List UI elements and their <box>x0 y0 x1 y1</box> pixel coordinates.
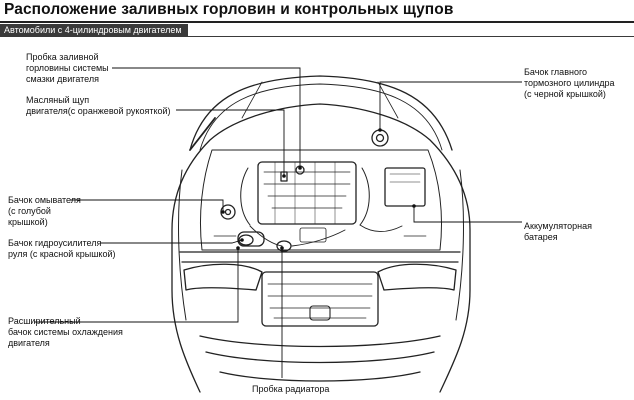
engine-compartment <box>199 149 442 251</box>
power-steering-cap <box>238 234 254 246</box>
radiator-cap <box>276 240 292 252</box>
page-title: Расположение заливных горловин и контрол… <box>4 1 454 18</box>
front-grille <box>261 271 379 327</box>
headlight-right <box>377 263 457 291</box>
headlight-left <box>183 263 263 291</box>
section-subtitle: Автомобили с 4-цилиндровым двигателем <box>0 24 188 37</box>
washer-reservoir-cap <box>220 204 236 220</box>
engine-block <box>257 161 357 225</box>
front-bumper <box>199 335 441 382</box>
battery-block <box>384 167 426 207</box>
hood-strut <box>189 117 216 151</box>
coolant-reservoir <box>237 231 265 247</box>
label-coolant-reservoir: Расширительный бачок системы охлаждения … <box>8 316 123 348</box>
label-radiator-cap: Пробка радиатора <box>252 384 330 394</box>
car-body-outline <box>171 103 471 393</box>
emblem-icon <box>309 305 331 321</box>
label-battery: Аккумуляторная батарея <box>524 221 592 242</box>
label-oil-filler-cap: Пробка заливной горловины системы смазки… <box>26 52 109 84</box>
label-brake-reservoir: Бачок главного тормозного цилиндра (с че… <box>524 67 615 99</box>
front-crossmember <box>179 251 461 263</box>
label-power-steering-reservoir: Бачок гидроусилителя руля (с красной кры… <box>8 238 116 259</box>
label-washer-reservoir: Бачок омывателя (с голубой крышкой) <box>8 195 81 227</box>
brake-reservoir-cap <box>371 129 389 147</box>
title-divider <box>0 21 634 23</box>
hood-outline <box>189 75 453 151</box>
subtitle-divider <box>0 36 634 37</box>
label-dipstick: Масляный щуп двигателя(с оранжевой рукоя… <box>26 95 171 116</box>
